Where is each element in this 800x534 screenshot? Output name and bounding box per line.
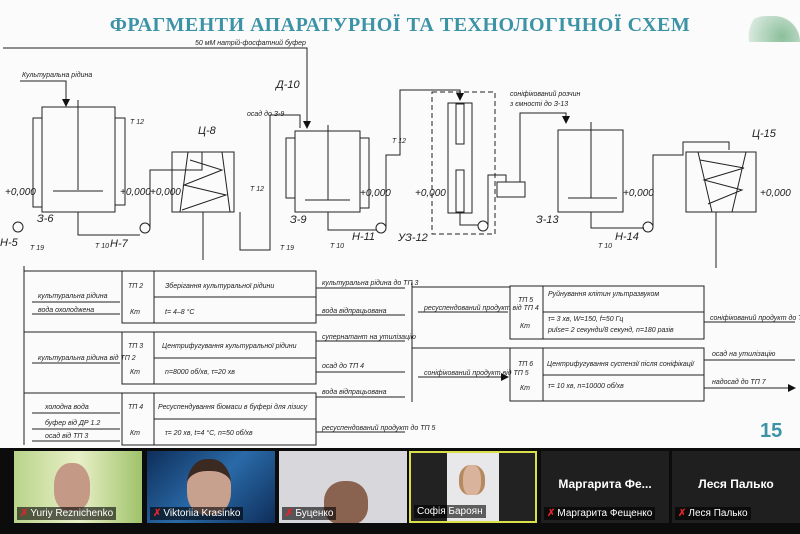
participant-tile[interactable]: ✗Yuriy Reznichenko xyxy=(14,451,142,523)
svg-text:Т 10: Т 10 xyxy=(330,243,344,250)
svg-text:Н-11: Н-11 xyxy=(352,231,375,243)
svg-text:pulse= 2 секунди/8 секунд, n=1: pulse= 2 секунди/8 секунд, n=180 разів xyxy=(547,326,674,334)
svg-text:Зберігання культуральної рідин: Зберігання культуральної рідини xyxy=(165,282,274,290)
tp6-box xyxy=(509,347,705,402)
participant-tile[interactable]: ✗Буценко xyxy=(279,451,407,523)
svg-text:культуральна рідина від ТП 2: культуральна рідина від ТП 2 xyxy=(38,354,136,362)
svg-text:З-6: З-6 xyxy=(37,213,54,225)
tp4-box xyxy=(121,392,317,446)
participant-name: Леся Палько xyxy=(688,508,748,519)
svg-text:культуральна рідина: культуральна рідина xyxy=(38,292,108,300)
mic-muted-icon: ✗ xyxy=(20,508,29,519)
svg-text:Ресуспендування біомаси в буфе: Ресуспендування біомаси в буфері для ліз… xyxy=(158,403,308,411)
svg-text:n=8000 об/хв, τ=20 хв: n=8000 об/хв, τ=20 хв xyxy=(165,368,235,376)
svg-text:Д-10: Д-10 xyxy=(274,79,301,91)
mic-muted-icon: ✗ xyxy=(547,508,556,519)
svg-text:вода відпрацьована: вода відпрацьована xyxy=(322,307,387,315)
process-flow-diagram: ТП 2 Кт Зберігання культуральної рідини t=… xyxy=(23,266,800,446)
page-number: 15 xyxy=(760,420,783,442)
svg-text:t= 4–8 °С: t= 4–8 °С xyxy=(165,308,195,316)
svg-text:супернатант на утилізацію: супернатант на утилізацію xyxy=(322,333,417,341)
svg-text:+0,000: +0,000 xyxy=(120,187,151,198)
participant-name: Yuriy Reznichenko xyxy=(30,508,114,519)
svg-text:Ц-15: Ц-15 xyxy=(752,128,777,140)
mic-muted-icon: ✗ xyxy=(153,508,162,519)
svg-text:Культуральна рідина: Культуральна рідина xyxy=(22,71,92,79)
svg-text:буфер від ДР 1.2: буфер від ДР 1.2 xyxy=(45,419,100,427)
svg-text:УЗ-12: УЗ-12 xyxy=(397,232,428,244)
svg-text:соніфікований розчин: соніфікований розчин xyxy=(510,90,580,98)
svg-text:Центрифугування культуральної: Центрифугування культуральної рідини xyxy=(162,342,297,350)
svg-text:Кт: Кт xyxy=(130,430,140,437)
svg-text:Н-7: Н-7 xyxy=(110,238,129,250)
slide-title: ФРАГМЕНТИ АПАРАТУРНОЇ ТА ТЕХНОЛОГІЧНОЇ С… xyxy=(109,14,691,36)
svg-text:τ= 10 хв, n=10000 об/хв: τ= 10 хв, n=10000 об/хв xyxy=(548,382,624,390)
apparatus-scheme: 50 мМ натрій-фосфатний буфер Культуральн… xyxy=(0,39,791,268)
svg-text:Т 10: Т 10 xyxy=(95,243,109,250)
svg-text:ТП 2: ТП 2 xyxy=(128,283,143,290)
svg-text:Т 19: Т 19 xyxy=(30,245,44,252)
svg-text:ТП 6: ТП 6 xyxy=(518,361,533,368)
svg-text:τ= 3 хв, W=150, f=50 Гц: τ= 3 хв, W=150, f=50 Гц xyxy=(548,316,623,323)
svg-text:ресуспендований продукт від ТП: ресуспендований продукт від ТП 4 xyxy=(423,304,539,312)
svg-text:Кт: Кт xyxy=(130,309,140,316)
participant-tile-active-speaker[interactable]: Софія Бароян xyxy=(409,451,537,523)
svg-text:надосад до ТП 7: надосад до ТП 7 xyxy=(712,378,767,386)
participant-display-name: Леся Палько xyxy=(698,477,774,491)
svg-text:+0,000: +0,000 xyxy=(5,187,36,198)
tp5-box xyxy=(509,285,705,340)
shared-slide: ФРАГМЕНТИ АПАРАТУРНОЇ ТА ТЕХНОЛОГІЧНОЇ С… xyxy=(0,0,800,448)
svg-text:Т 12: Т 12 xyxy=(392,138,406,145)
svg-text:+0,000: +0,000 xyxy=(760,188,791,199)
participant-tile[interactable]: Маргарита Фе... ✗Маргарита Фещенко xyxy=(541,451,669,523)
svg-text:Н-5: Н-5 xyxy=(0,237,19,249)
svg-text:+0,000: +0,000 xyxy=(150,187,181,198)
svg-text:+0,000: +0,000 xyxy=(360,188,391,199)
svg-text:ТП 3: ТП 3 xyxy=(128,343,143,350)
participants-strip: ✗Yuriy Reznichenko ✗Viktoriia Krasinko ✗… xyxy=(0,448,800,534)
svg-text:осад до З-9: осад до З-9 xyxy=(247,110,284,118)
participant-name: Viktoriia Krasinko xyxy=(163,508,241,519)
svg-text:соніфікований продукт до ТП 6: соніфікований продукт до ТП 6 xyxy=(710,314,800,322)
svg-text:Руйнування клітин ультразвуком: Руйнування клітин ультразвуком xyxy=(548,290,659,298)
svg-text:ресуспендований продукт до ТП: ресуспендований продукт до ТП 5 xyxy=(321,424,436,432)
svg-text:ТП 5: ТП 5 xyxy=(518,297,533,304)
svg-text:Н-14: Н-14 xyxy=(615,231,639,243)
svg-text:Кт: Кт xyxy=(520,385,530,392)
svg-text:50 мМ натрій-фосфатний буфер: 50 мМ натрій-фосфатний буфер xyxy=(195,39,306,47)
mic-muted-icon: ✗ xyxy=(678,508,687,519)
svg-text:Т 12: Т 12 xyxy=(130,119,144,126)
mic-muted-icon: ✗ xyxy=(285,508,294,519)
svg-text:Кт: Кт xyxy=(520,323,530,330)
svg-text:осад від ТП 3: осад від ТП 3 xyxy=(45,432,88,440)
svg-text:τ= 20 хв, t=4 °С, n=50 об/хв: τ= 20 хв, t=4 °С, n=50 об/хв xyxy=(165,429,253,437)
participant-name: Буценко xyxy=(295,508,334,519)
tp3-box xyxy=(121,331,317,385)
svg-text:Т 12: Т 12 xyxy=(250,186,264,193)
svg-text:з ємності до З-13: з ємності до З-13 xyxy=(509,100,568,108)
svg-text:Т 19: Т 19 xyxy=(280,245,294,252)
svg-text:+0,000: +0,000 xyxy=(623,188,654,199)
svg-text:вода охолоджена: вода охолоджена xyxy=(38,306,94,314)
svg-text:+0,000: +0,000 xyxy=(415,188,446,199)
svg-text:холодна вода: холодна вода xyxy=(44,403,89,411)
participant-display-name: Маргарита Фе... xyxy=(558,477,652,491)
svg-text:осад на утилізацію: осад на утилізацію xyxy=(712,350,776,358)
svg-text:вода відпрацьована: вода відпрацьована xyxy=(322,388,387,396)
participant-name: Маргарита Фещенко xyxy=(557,508,653,519)
svg-text:Центрифугування суспензії післ: Центрифугування суспензії після соніфіка… xyxy=(547,360,695,368)
svg-text:осад до ТП 4: осад до ТП 4 xyxy=(322,362,364,370)
svg-text:З-13: З-13 xyxy=(536,214,560,226)
participant-tile[interactable]: ✗Viktoriia Krasinko xyxy=(147,451,275,523)
svg-text:Т 10: Т 10 xyxy=(598,243,612,250)
svg-text:культуральна рідина до ТП 3: культуральна рідина до ТП 3 xyxy=(322,279,418,287)
svg-text:З-9: З-9 xyxy=(290,214,307,226)
svg-text:ТП 4: ТП 4 xyxy=(128,404,143,411)
svg-text:Ц-8: Ц-8 xyxy=(198,125,217,137)
tp2-box xyxy=(121,270,317,324)
svg-text:Кт: Кт xyxy=(130,369,140,376)
participant-name: Софія Бароян xyxy=(417,506,483,517)
svg-text:соніфікований продукт від ТП 5: соніфікований продукт від ТП 5 xyxy=(424,369,529,377)
participant-tile[interactable]: Леся Палько ✗Леся Палько xyxy=(672,451,800,523)
